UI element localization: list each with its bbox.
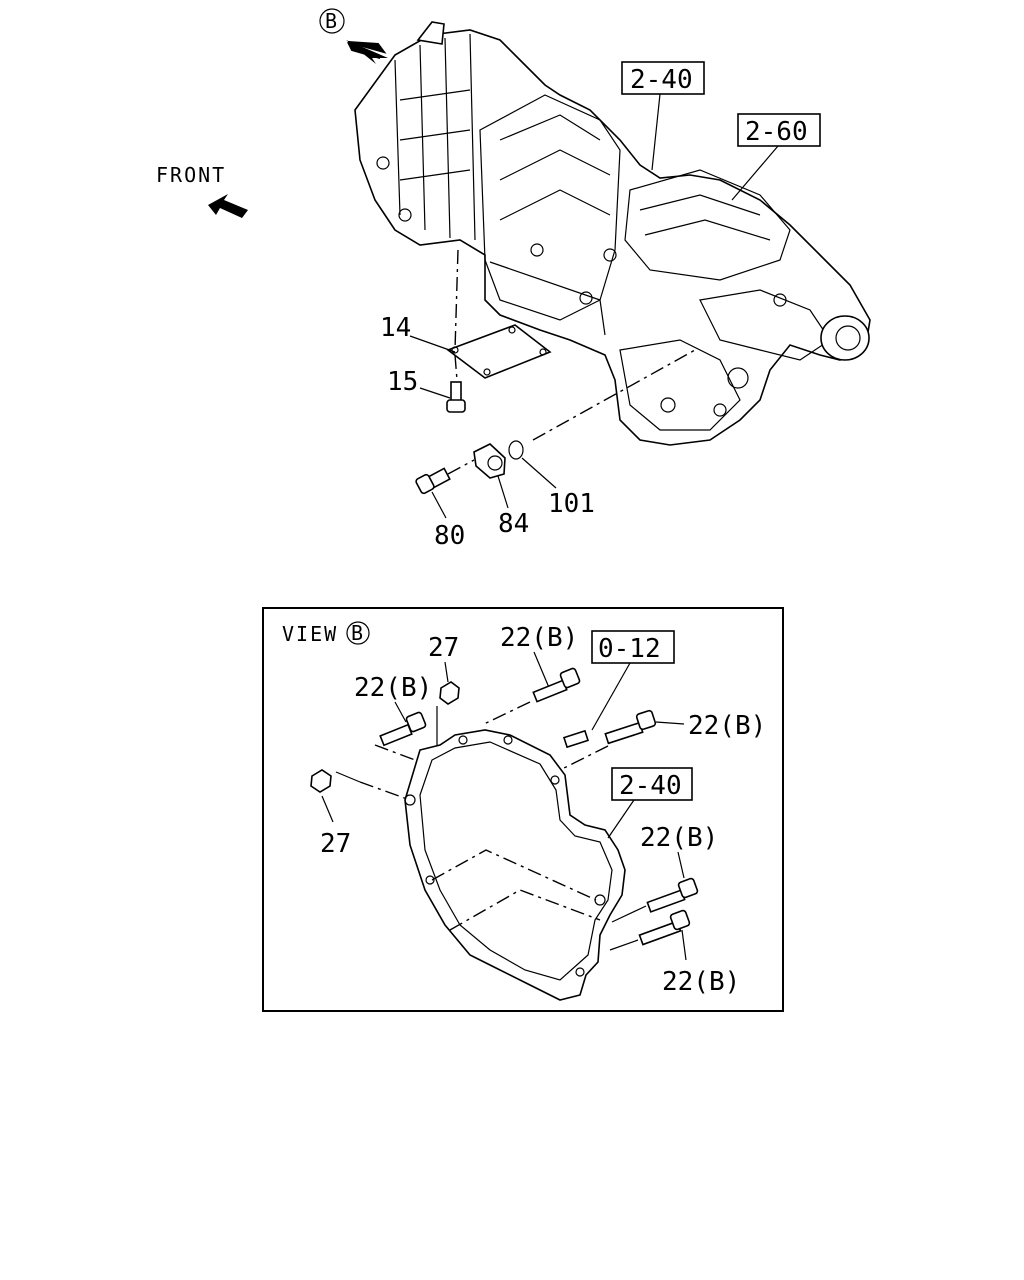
transmission-assembly [354,21,871,446]
part-15-bolt: 15 [387,354,466,413]
view-b-22b-lower1-label: 22(B) [640,823,718,853]
view-b-22b-left-label: 22(B) [354,673,432,703]
view-b-title: VIEW [282,622,338,646]
view-b-22b-top-label: 22(B) [500,623,578,653]
part-84-label: 84 [498,509,529,539]
view-b-marker: B [325,9,339,33]
ref-2-40-top-label: 2-40 [630,65,693,95]
part-14-cover: 14 [380,249,552,379]
view-b-22b-lower2-label: 22(B) [662,967,740,997]
part-80-label: 80 [434,521,465,551]
part-15-label: 15 [387,367,418,397]
part-14-label: 14 [380,313,411,343]
front-label: FRONT [156,163,226,187]
view-b-arrow: B [319,8,388,64]
ref-0-12-label: 0-12 [598,634,661,664]
ref-box-2-60: 2-60 [731,113,821,201]
ref-2-60-label: 2-60 [745,117,808,147]
ref-box-0-12 [591,630,675,664]
front-arrow: FRONT [156,163,248,218]
view-b-frame [262,607,784,1012]
ref-box-2-40-view [611,767,693,801]
view-b-panel: VIEW B 27 22(B) 0-12 22(B) [262,607,784,1012]
view-b-22b-right-label: 22(B) [688,711,766,741]
view-b-title-marker: B [351,621,365,645]
part-101-label: 101 [548,489,595,519]
view-b-27-left-label: 27 [320,829,351,859]
bell-housing-plate [404,729,626,1001]
ref-box-2-40-top: 2-40 [621,61,705,171]
ref-2-40-view-label: 2-40 [619,771,682,801]
view-b-27-top-label: 27 [428,633,459,663]
drain-assembly: 101 84 80 [415,349,696,551]
